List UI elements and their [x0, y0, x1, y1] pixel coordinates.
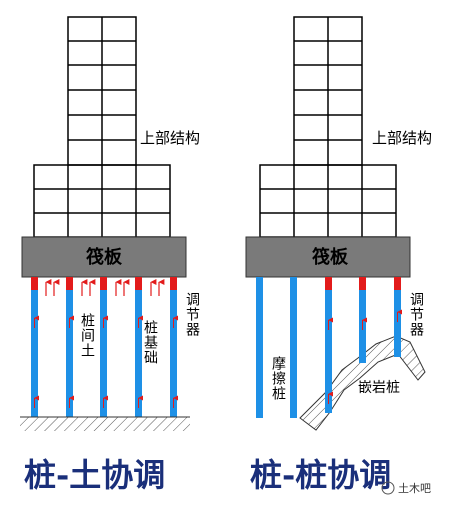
rock-socketed-pile-label: 嵌岩桩 — [358, 379, 400, 396]
upper-structure-frame — [259, 16, 397, 238]
raft-label: 筏板 — [312, 246, 349, 268]
watermark-icon — [381, 481, 395, 495]
structure-label: 上部结构 — [372, 129, 432, 147]
regulator — [31, 277, 38, 290]
regulator-label: 调节器 — [184, 292, 200, 337]
pile-friction-arrows — [34, 315, 178, 408]
pile — [66, 290, 73, 417]
soil-reaction-arrows — [45, 279, 165, 296]
rock-socketed-pile — [325, 290, 332, 413]
regulator — [66, 277, 73, 290]
left-piles — [31, 277, 177, 417]
watermark-text: 土木吧 — [398, 482, 431, 495]
friction-pile — [290, 277, 297, 418]
raft-label: 筏板 — [86, 246, 123, 268]
pile-foundation-label: 桩基础 — [142, 319, 158, 365]
structure-label: 上部结构 — [140, 129, 200, 147]
pile-friction-arrows — [328, 309, 402, 404]
pile — [135, 290, 142, 417]
regulator — [170, 277, 177, 290]
raft-slab — [21, 236, 187, 278]
pile — [170, 290, 177, 417]
left-caption: 桩-土协调 — [24, 456, 165, 494]
upper-structure-frame — [33, 16, 171, 238]
regulator — [359, 277, 366, 290]
right-panel: 上部结构 筏板 调节器 摩擦桩 嵌岩桩 桩-桩协调 — [245, 16, 432, 494]
rock-socketed-pile — [394, 290, 401, 357]
regulator — [325, 277, 332, 290]
pile — [100, 290, 107, 417]
pile — [31, 290, 38, 417]
regulator — [100, 277, 107, 290]
right-caption: 桩-桩协调 — [250, 456, 391, 494]
ground-hatch — [20, 417, 190, 431]
left-panel: 上部结构 筏板 — [20, 16, 200, 494]
regulator-label: 调节器 — [408, 292, 424, 337]
friction-pile — [256, 277, 263, 418]
regulator — [394, 277, 401, 290]
friction-pile-label: 摩擦桩 — [270, 355, 286, 401]
watermark: 土木吧 — [381, 481, 431, 495]
raft-slab — [245, 236, 411, 278]
soil-between-piles-label: 桩间土 — [79, 312, 95, 358]
regulator — [135, 277, 142, 290]
